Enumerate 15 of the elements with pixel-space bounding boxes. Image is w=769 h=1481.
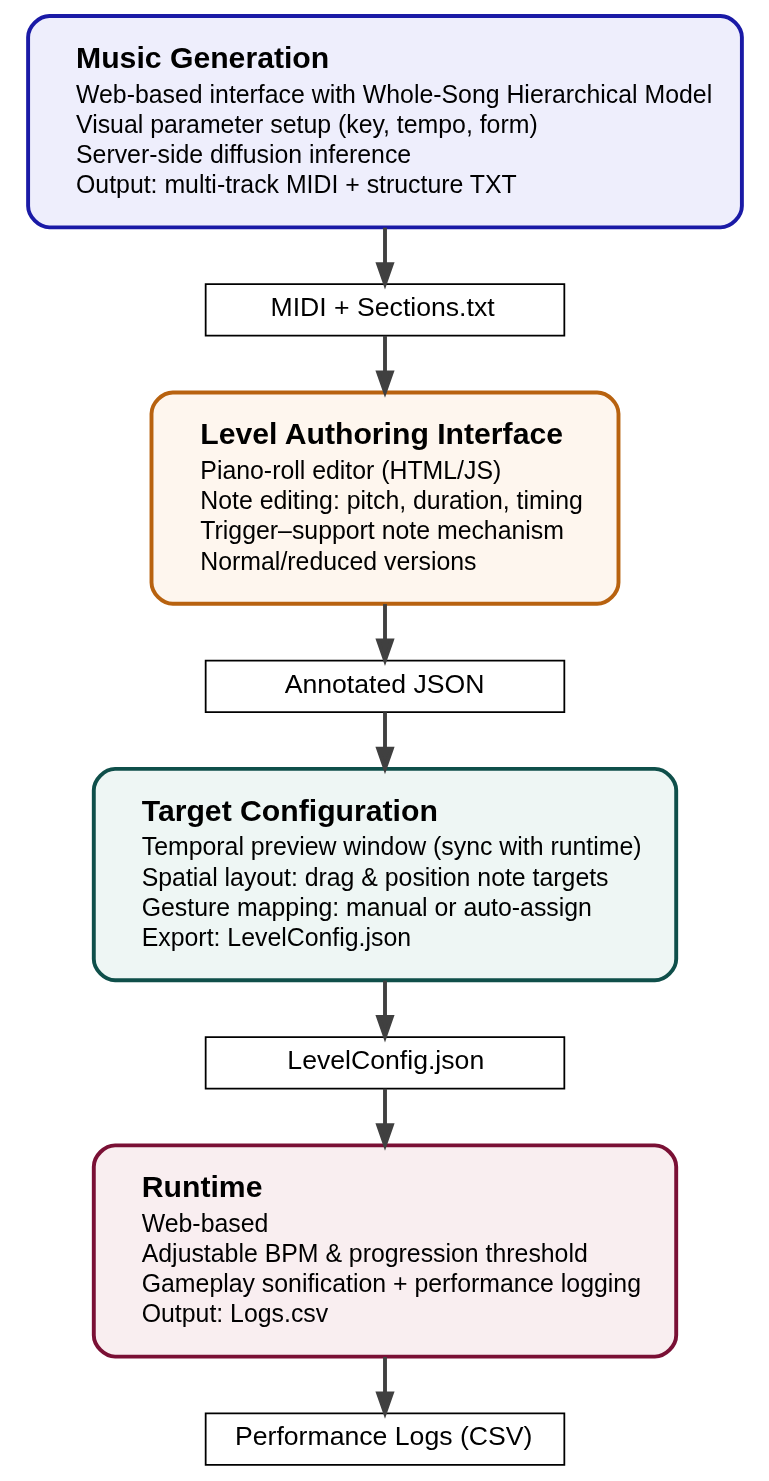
arrow xyxy=(374,980,395,1043)
arrow xyxy=(374,1356,395,1419)
node-box: Runtime Web-based Adjustable BPM & progression threshold Gameplay sonification + performance logging Output: Logs.csv xyxy=(91,1143,678,1359)
node-box: LevelConfig.json xyxy=(204,1036,565,1090)
arrow xyxy=(374,604,395,666)
node-box: Music Generation Web-based interface with Whole-Song Hierarchical Model Visual parameter setup (key, tempo, form) Server-side diffusion inference Output: multi-track MIDI + structure TXT xyxy=(25,14,744,230)
node-box: Performance Logs (CSV) xyxy=(204,1412,565,1466)
arrow xyxy=(374,712,395,775)
node-box: Level Authoring Interface Piano-roll editor (HTML/JS) Note editing: pitch, duration, timing Trigger–support note mechanism Normal/reduced versions xyxy=(149,390,620,606)
node-box: Target Configuration Temporal preview window (sync with runtime) Spatial layout: drag & position note targets Gesture mapping: manual or auto-assign Export: LevelConfig.json xyxy=(91,766,678,983)
arrow xyxy=(374,335,395,398)
arrow xyxy=(374,227,395,290)
node-box: MIDI + Sections.txt xyxy=(204,283,565,337)
node-box: Annotated JSON xyxy=(204,659,565,713)
arrow xyxy=(374,1088,395,1151)
